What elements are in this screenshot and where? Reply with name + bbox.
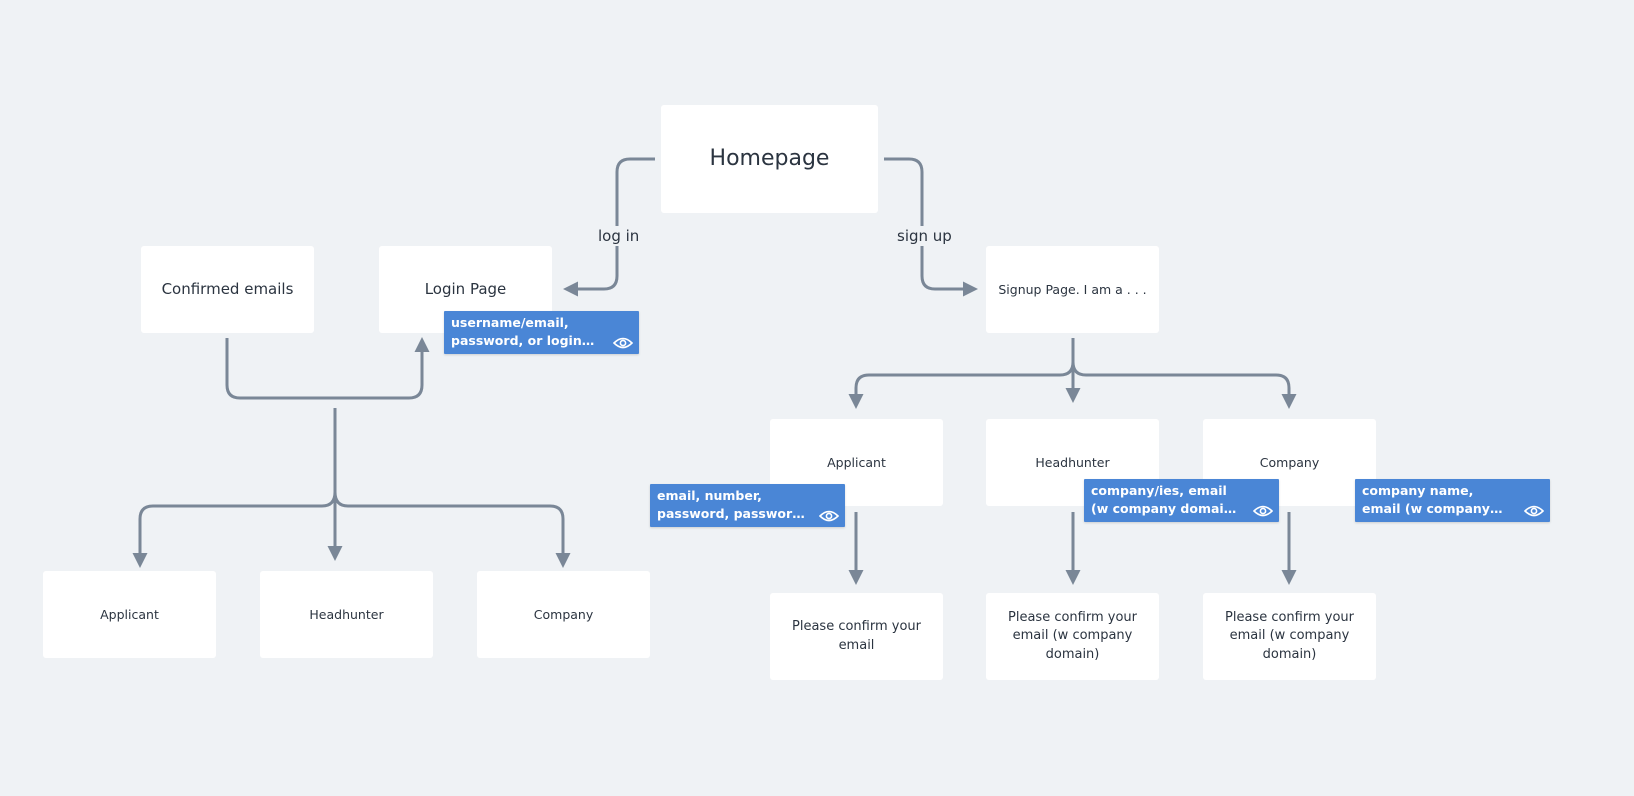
node-signup-page-label: Signup Page. I am a . . . (998, 281, 1147, 297)
note-login-text: username/email, password, or login with … (451, 315, 582, 348)
node-confirm-applicant-label: Please confirm your email (792, 619, 921, 653)
node-confirm-headhunter-label: Please confirm your email (w company dom… (1008, 610, 1137, 662)
node-login-headhunter[interactable]: Headhunter (260, 571, 433, 658)
node-homepage[interactable]: Homepage (661, 105, 878, 213)
edge-confirmed-login (225, 337, 430, 400)
edge-signup-left (848, 361, 1075, 409)
node-homepage-label: Homepage (709, 145, 830, 171)
node-signup-page[interactable]: Signup Page. I am a . . . (986, 246, 1159, 333)
edge-signup-right (1071, 361, 1297, 409)
node-login-company[interactable]: Company (477, 571, 650, 658)
edge-label-sign-up: sign up (895, 226, 954, 246)
edge-login-branch-right (333, 491, 571, 568)
node-confirmed-emails-label: Confirmed emails (161, 280, 294, 298)
note-company[interactable]: company name, email (w company domain), … (1355, 479, 1550, 522)
node-login-applicant[interactable]: Applicant (43, 571, 216, 658)
eye-icon[interactable] (1524, 504, 1544, 518)
note-company-text: company name, email (w company domain), … (1362, 483, 1490, 516)
note-applicant[interactable]: email, number, password, password confir… (650, 484, 845, 527)
note-applicant-text: email, number, password, password confir… (657, 488, 802, 521)
edge-homepage-login (563, 157, 655, 297)
eye-icon[interactable] (613, 336, 633, 350)
node-confirm-headhunter[interactable]: Please confirm your email (w company dom… (986, 593, 1159, 680)
node-signup-headhunter-label: Headhunter (1035, 454, 1110, 470)
edge-homepage-signup (884, 157, 978, 297)
node-signup-applicant-label: Applicant (827, 454, 886, 470)
node-login-headhunter-label: Headhunter (309, 606, 384, 622)
node-login-page-label: Login Page (424, 280, 507, 298)
edge-label-log-in: log in (596, 226, 642, 246)
node-signup-company-label: Company (1259, 454, 1320, 470)
node-confirm-applicant[interactable]: Please confirm your email (770, 593, 943, 680)
eye-icon[interactable] (819, 509, 839, 523)
node-login-company-label: Company (533, 606, 594, 622)
node-confirm-company-label: Please confirm your email (w company dom… (1225, 610, 1354, 662)
eye-icon[interactable] (1253, 504, 1273, 518)
node-confirmed-emails[interactable]: Confirmed emails (141, 246, 314, 333)
note-login[interactable]: username/email, password, or login with … (444, 311, 639, 354)
node-confirm-company[interactable]: Please confirm your email (w company dom… (1203, 593, 1376, 680)
note-headhunter[interactable]: company/ies, email (w company domain ei.… (1084, 479, 1279, 522)
edge-login-branch-trunk (132, 408, 337, 568)
note-headhunter-text: company/ies, email (w company domain ei.… (1091, 483, 1233, 516)
node-login-applicant-label: Applicant (100, 606, 159, 622)
